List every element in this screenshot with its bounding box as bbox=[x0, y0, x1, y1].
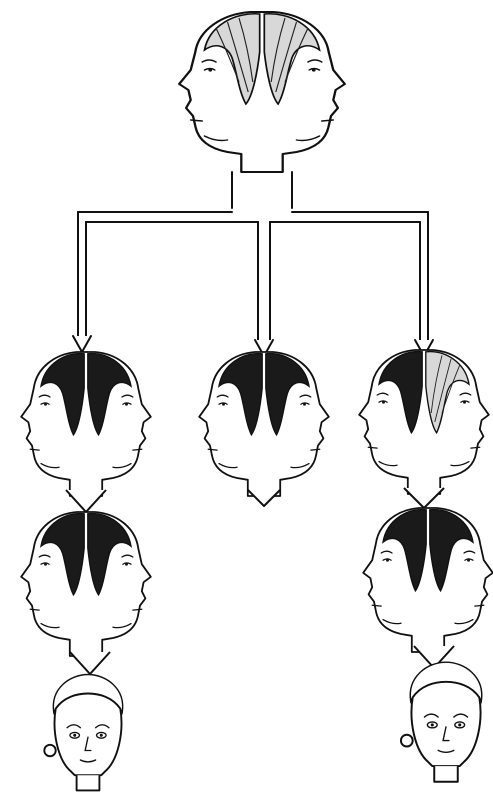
arrow-left-child-to-grandchild bbox=[66, 490, 106, 512]
center-child-neck-point bbox=[248, 490, 280, 506]
child-left-head bbox=[21, 352, 151, 496]
pedigree-connectors bbox=[78, 172, 428, 340]
parents-head bbox=[179, 12, 345, 172]
arrow-right-child-to-grandchild bbox=[404, 488, 444, 508]
arrow-to-left-child bbox=[73, 336, 91, 352]
child-center-head bbox=[199, 352, 329, 496]
grandchild-right-head bbox=[363, 508, 493, 652]
arrow-left-grandchild-to-descendant bbox=[70, 652, 110, 674]
grandchild-left-head bbox=[21, 512, 151, 656]
descendant-left-face bbox=[44, 675, 122, 791]
child-right-head bbox=[359, 350, 489, 494]
descendant-right-face bbox=[401, 662, 482, 782]
